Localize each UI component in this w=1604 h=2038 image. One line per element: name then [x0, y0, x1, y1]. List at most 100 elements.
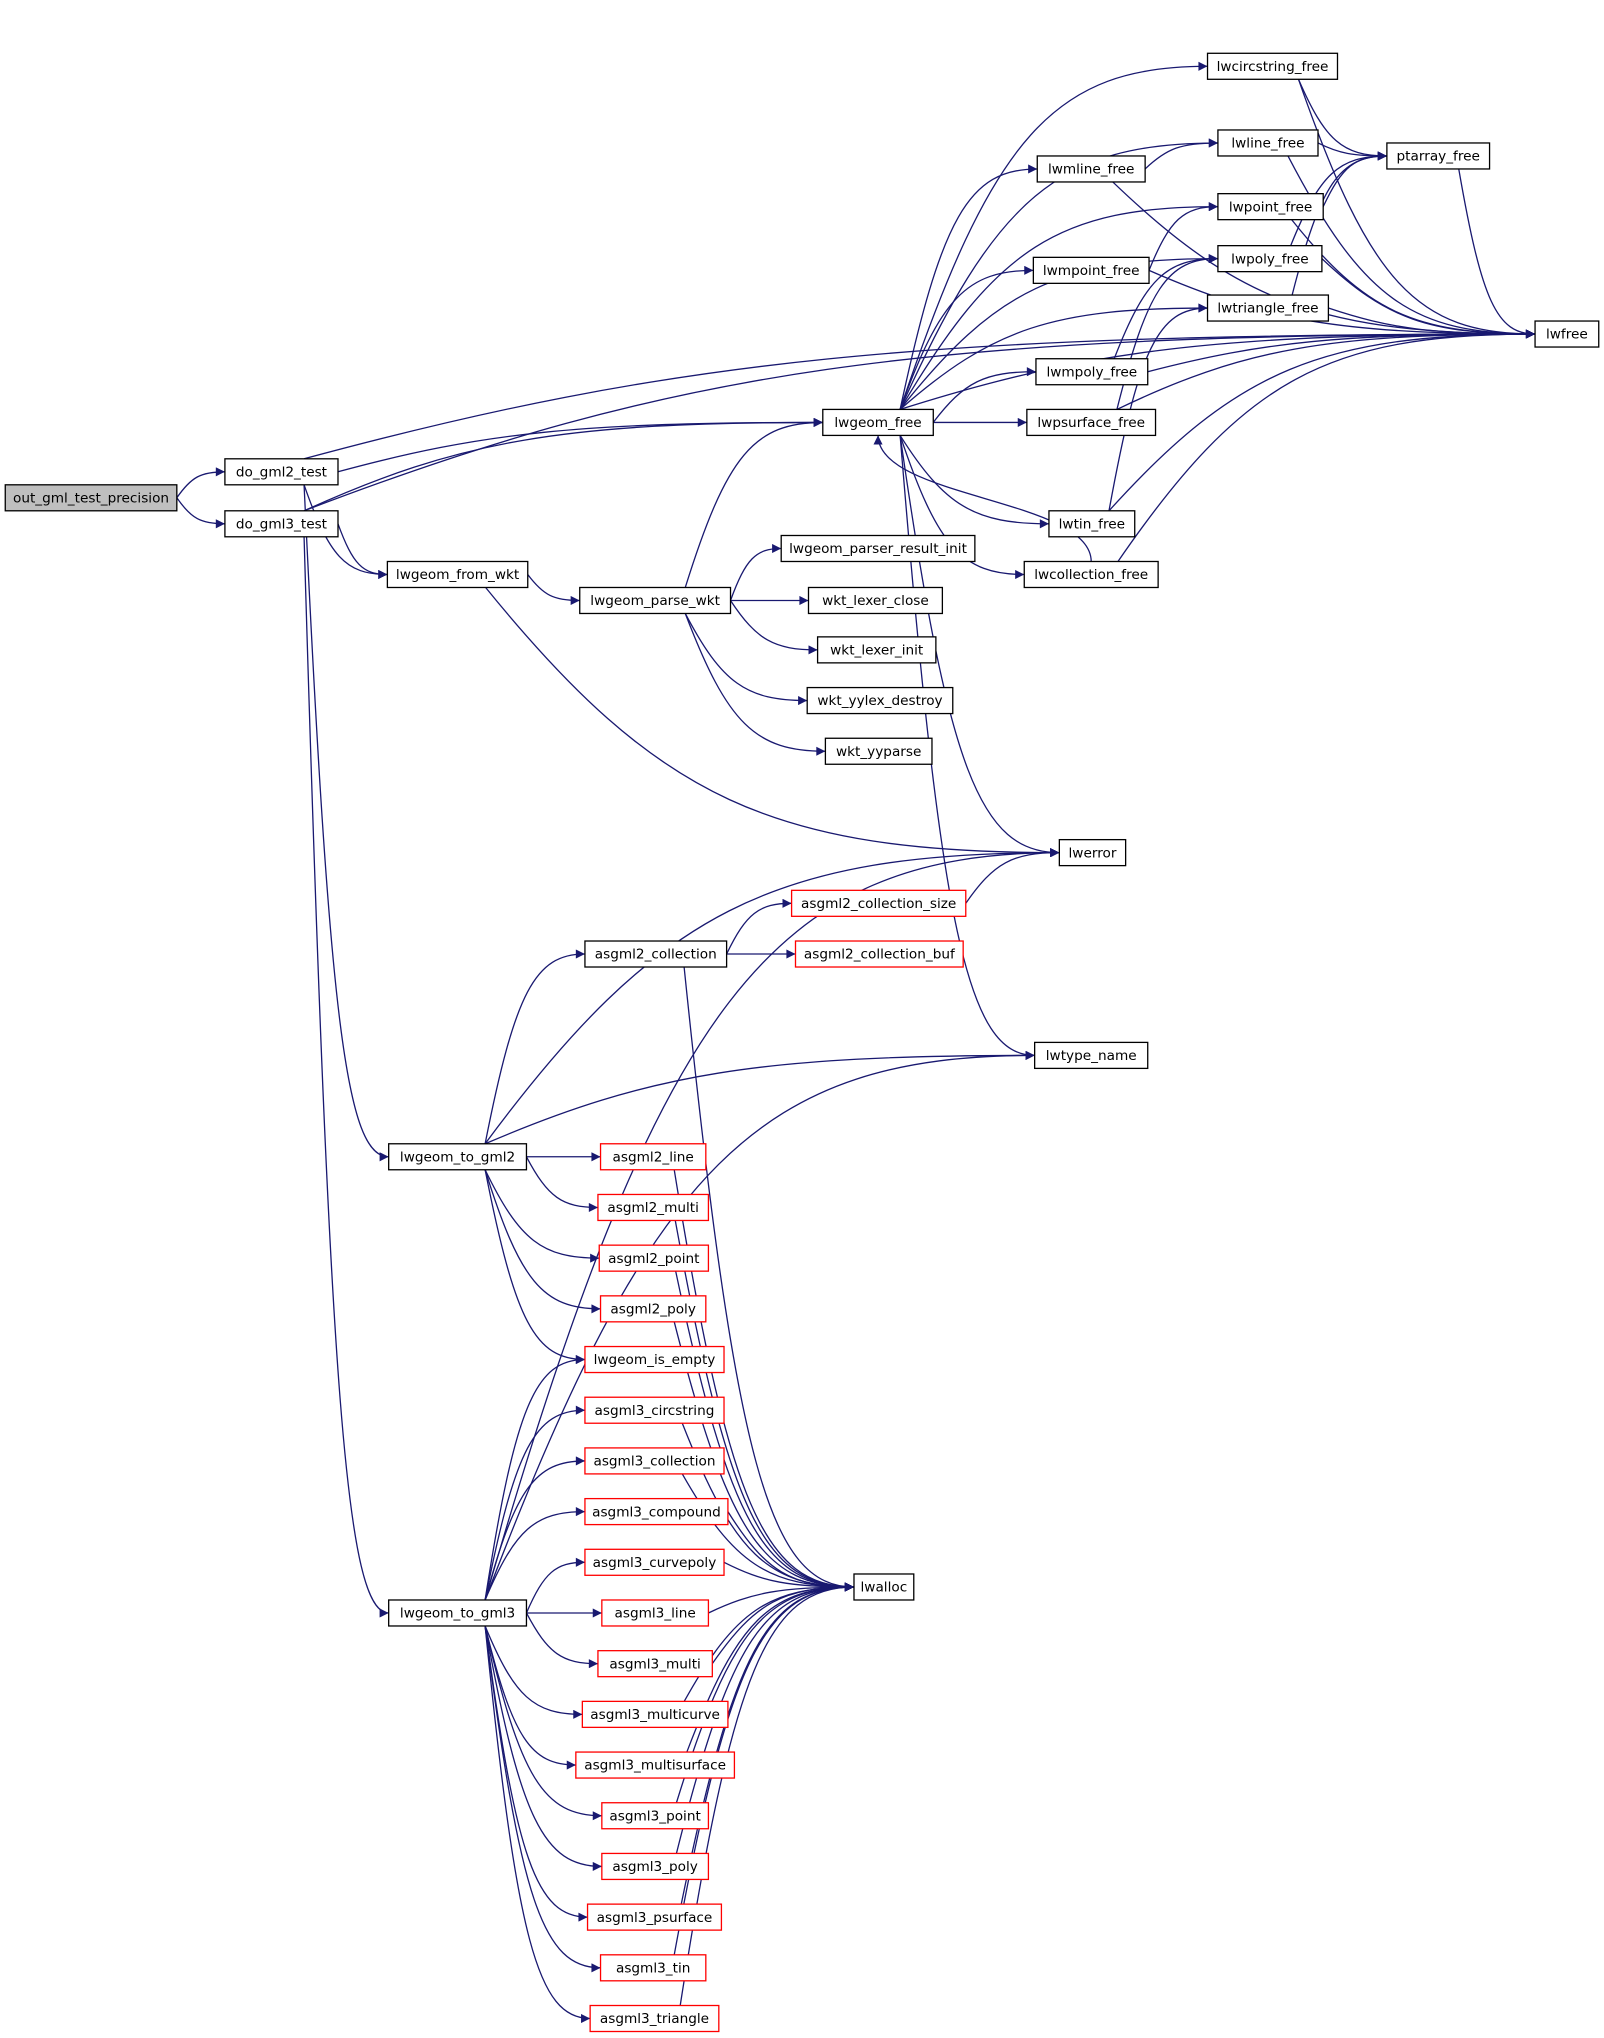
edge-lwgeom_parse_wkt-to-lwgeom_free: [684, 417, 823, 588]
node-lwgeom_parser_result_init[interactable]: lwgeom_parser_result_init: [780, 534, 976, 563]
node-box: [584, 1396, 725, 1424]
edge-lwgeom_to_gml3-to-asgml3_triangle: [484, 1625, 591, 2024]
node-asgml2_multi[interactable]: asgml2_multi: [597, 1193, 710, 1222]
edge-lwmline_free-to-lwline_free: [1144, 138, 1218, 170]
node-asgml3_multisurface[interactable]: asgml3_multisurface: [575, 1751, 736, 1779]
edge-lwgeom_to_gml2-to-lwtype_name: [484, 1050, 1035, 1145]
node-lwgeom_is_empty[interactable]: lwgeom_is_empty: [584, 1345, 725, 1374]
node-ptarray_free[interactable]: ptarray_free: [1386, 142, 1491, 170]
node-box: [584, 940, 728, 968]
node-lwcollection_free[interactable]: lwcollection_free: [1023, 560, 1159, 589]
edge-do_gml3_test-to-lwgeom_to_gml3: [303, 536, 389, 1618]
node-box: [1534, 320, 1600, 348]
edge-lwcircstring_free-to-lwfree: [1297, 79, 1536, 339]
node-box: [579, 586, 732, 615]
edge-lwmpoint_free-to-lwpoint_free: [1148, 202, 1218, 271]
edge-do_gml2_test-to-lwgeom_free: [337, 417, 823, 473]
node-label: asgml3_compound: [592, 1504, 721, 1520]
node-asgml2_collection_size[interactable]: asgml2_collection_size: [790, 889, 967, 917]
node-asgml3_curvepoly[interactable]: asgml3_curvepoly: [584, 1548, 725, 1576]
node-lwgeom_from_wkt[interactable]: lwgeom_from_wkt: [386, 560, 529, 589]
node-lwtype_name[interactable]: lwtype_name: [1034, 1041, 1149, 1070]
node-lwfree[interactable]: lwfree: [1534, 320, 1600, 348]
edge-lwgeom_to_gml3-to-lwgeom_is_empty: [484, 1354, 585, 1601]
node-label: lwgeom_parse_wkt: [590, 593, 720, 609]
node-lwtin_free[interactable]: lwtin_free: [1048, 510, 1136, 538]
node-asgml3_psurface[interactable]: asgml3_psurface: [586, 1903, 723, 1931]
node-asgml3_compound[interactable]: asgml3_compound: [584, 1497, 729, 1526]
edge-do_gml2_test-to-lwfree: [303, 329, 1536, 460]
edge-lwgeom_free-to-lwcircstring_free: [899, 61, 1208, 410]
node-lwgeom_to_gml2[interactable]: lwgeom_to_gml2: [388, 1143, 528, 1171]
node-label: wkt_yylex_destroy: [817, 693, 942, 709]
node-box: [586, 1903, 723, 1931]
node-wkt_yylex_destroy[interactable]: wkt_yylex_destroy: [806, 686, 954, 715]
node-box: [386, 560, 529, 589]
node-lwpoly_free[interactable]: lwpoly_free: [1217, 245, 1323, 273]
edge-lwgeom_free-to-lwtriangle_free: [899, 303, 1208, 410]
node-asgml2_collection[interactable]: asgml2_collection: [584, 940, 728, 968]
node-lwtriangle_free[interactable]: lwtriangle_free: [1206, 294, 1330, 322]
node-asgml3_tin[interactable]: asgml3_tin: [599, 1954, 707, 1982]
node-asgml3_line[interactable]: asgml3_line: [601, 1599, 710, 1627]
node-lwgeom_parse_wkt[interactable]: lwgeom_parse_wkt: [579, 586, 732, 615]
edge-lwtin_free-to-lwtriangle_free: [1108, 303, 1208, 511]
node-box: [581, 1700, 729, 1729]
edge-lwgeom_to_gml3-to-asgml3_tin: [484, 1625, 601, 1973]
node-wkt_lexer_close[interactable]: wkt_lexer_close: [807, 586, 944, 615]
node-lwmpoly_free[interactable]: lwmpoly_free: [1035, 358, 1149, 386]
node-label: lwerror: [1069, 845, 1117, 861]
node-lwgeom_free[interactable]: lwgeom_free: [822, 408, 934, 437]
node-box: [599, 1143, 707, 1171]
node-asgml3_multicurve[interactable]: asgml3_multicurve: [581, 1700, 729, 1729]
edge-lwgeom_parse_wkt-to-lwgeom_parser_result_init: [729, 543, 782, 601]
node-asgml3_circstring[interactable]: asgml3_circstring: [584, 1396, 725, 1424]
edge-asgml3_triangle-to-lwalloc: [679, 1582, 854, 2006]
node-box: [853, 1573, 915, 1601]
edge-lwgeom_to_gml2-to-asgml2_multi: [525, 1156, 598, 1213]
node-asgml2_line[interactable]: asgml2_line: [599, 1143, 707, 1171]
node-label: ptarray_free: [1397, 149, 1480, 165]
node-lwline_free[interactable]: lwline_free: [1217, 129, 1319, 157]
node-wkt_yyparse[interactable]: wkt_yyparse: [824, 737, 933, 765]
node-asgml3_poly[interactable]: asgml3_poly: [601, 1852, 710, 1881]
node-lwalloc[interactable]: lwalloc: [853, 1573, 915, 1601]
edge-lwgeom_to_gml3-to-asgml3_collection: [484, 1456, 585, 1601]
node-label: lwmline_free: [1048, 162, 1134, 178]
node-label: lwgeom_free: [834, 415, 921, 431]
node-asgml3_multi[interactable]: asgml3_multi: [597, 1650, 713, 1678]
node-lwpoint_free[interactable]: lwpoint_free: [1217, 193, 1324, 221]
node-lwgeom_to_gml3[interactable]: lwgeom_to_gml3: [388, 1599, 528, 1627]
node-wkt_lexer_init[interactable]: wkt_lexer_init: [816, 636, 937, 664]
node-box: [807, 586, 944, 615]
node-asgml3_collection[interactable]: asgml3_collection: [584, 1447, 725, 1475]
node-asgml3_point[interactable]: asgml3_point: [601, 1802, 710, 1830]
node-box: [601, 1599, 710, 1627]
node-label: asgml3_poly: [612, 1859, 697, 1875]
node-asgml2_point[interactable]: asgml2_point: [598, 1244, 710, 1272]
node-label: asgml2_collection: [595, 947, 717, 963]
node-asgml3_triangle[interactable]: asgml3_triangle: [589, 2004, 720, 2033]
node-lwmpoint_free[interactable]: lwmpoint_free: [1032, 256, 1150, 284]
node-label: do_gml3_test: [236, 516, 328, 532]
node-lwmline_free[interactable]: lwmline_free: [1036, 155, 1146, 183]
node-box: [584, 1548, 725, 1576]
edge-lwgeom_to_gml3-to-asgml3_multi: [525, 1612, 598, 1669]
node-box: [794, 940, 964, 968]
edge-do_gml2_test-to-lwgeom_to_gml2: [303, 484, 389, 1162]
node-lwpsurface_free[interactable]: lwpsurface_free: [1026, 408, 1157, 437]
node-asgml2_collection_buf[interactable]: asgml2_collection_buf: [794, 940, 964, 968]
edge-lwgeom_to_gml3-to-asgml3_circstring: [484, 1405, 585, 1601]
edge-lwcollection_free-to-lwfree: [1117, 329, 1536, 562]
node-label: lwpoly_free: [1231, 251, 1308, 267]
edge-asgml2_collection-to-asgml2_collection_size: [726, 898, 792, 955]
node-do_gml3_test[interactable]: do_gml3_test: [224, 510, 339, 538]
node-label: asgml2_line: [613, 1149, 694, 1165]
node-box: [598, 1244, 710, 1272]
node-do_gml2_test[interactable]: do_gml2_test: [224, 458, 339, 486]
node-lwcircstring_free[interactable]: lwcircstring_free: [1206, 52, 1339, 80]
node-lwerror[interactable]: lwerror: [1058, 838, 1127, 867]
edge-lwgeom_to_gml3-to-asgml3_poly: [484, 1625, 602, 1871]
node-asgml2_poly[interactable]: asgml2_poly: [599, 1295, 707, 1323]
node-label: lwtriangle_free: [1217, 301, 1318, 317]
